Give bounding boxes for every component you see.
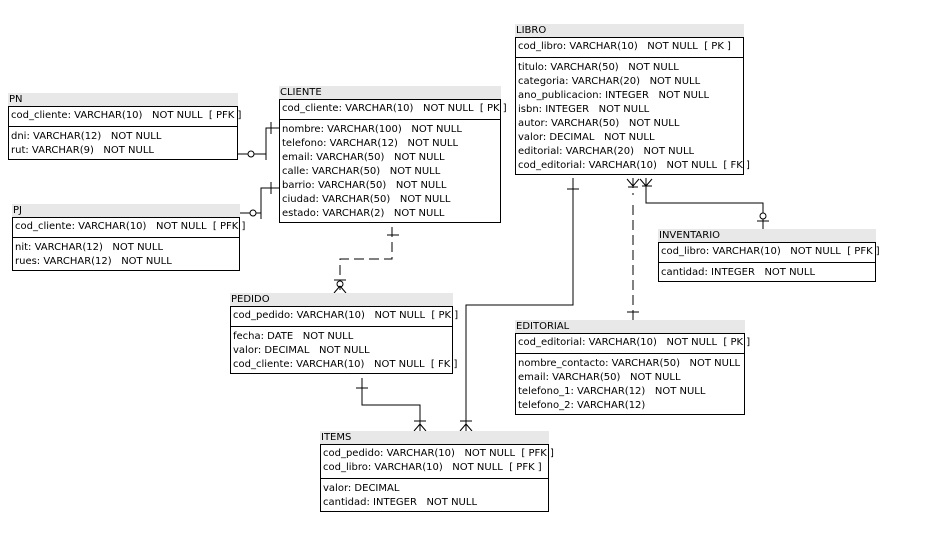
rel-pedido-items [356,378,427,432]
entity-title: INVENTARIO [658,229,876,242]
pk-column: cod_cliente: VARCHAR(10) NOT NULL [ PFK … [11,110,242,121]
column: nit: VARCHAR(12) NOT NULL [15,242,164,253]
entity-title: CLIENTE [279,86,501,99]
entity-title: PN [8,93,238,106]
column: isbn: INTEGER NOT NULL [518,104,650,115]
entity-body: cod_cliente: VARCHAR(10) NOT NULL [ PK ]… [279,99,507,223]
entity-pj[interactable]: PJ cod_cliente: VARCHAR(10) NOT NULL [ P… [12,204,246,271]
column: calle: VARCHAR(50) NOT NULL [282,166,441,177]
entity-title: EDITORIAL [515,320,745,333]
entity-body: cod_editorial: VARCHAR(10) NOT NULL [ PK… [515,333,751,415]
entity-body: cod_cliente: VARCHAR(10) NOT NULL [ PFK … [12,217,246,271]
column: telefono: VARCHAR(12) NOT NULL [282,138,459,149]
pk-column: cod_cliente: VARCHAR(10) NOT NULL [ PK ] [282,103,507,114]
rel-libro-items [459,178,579,432]
column: email: VARCHAR(50) NOT NULL [282,152,445,163]
entity-body: cod_cliente: VARCHAR(10) NOT NULL [ PFK … [8,106,242,160]
pk-column: cod_cliente: VARCHAR(10) NOT NULL [ PFK … [15,221,246,232]
entity-pedido[interactable]: PEDIDO cod_pedido: VARCHAR(10) NOT NULL … [230,293,459,374]
pk-column: cod_libro: VARCHAR(10) NOT NULL [ PFK ] [323,462,542,473]
rel-libro-inventario [639,178,769,229]
column: barrio: VARCHAR(50) NOT NULL [282,180,447,191]
column: nombre: VARCHAR(100) NOT NULL [282,124,462,135]
entity-title: ITEMS [320,431,549,444]
column: autor: VARCHAR(50) NOT NULL [518,118,680,129]
column: rues: VARCHAR(12) NOT NULL [15,256,172,267]
entity-title: PJ [12,204,240,217]
rel-editorial-libro [626,178,640,320]
pk-column: cod_libro: VARCHAR(10) NOT NULL [ PK ] [518,41,731,52]
entity-title: LIBRO [515,24,744,37]
column: valor: DECIMAL NOT NULL [233,345,370,356]
rel-cliente-pn [238,122,279,160]
column: fecha: DATE NOT NULL [233,331,354,342]
column: estado: VARCHAR(2) NOT NULL [282,208,445,219]
column: cod_editorial: VARCHAR(10) NOT NULL [ FK… [518,160,750,171]
column: dni: VARCHAR(12) NOT NULL [11,131,162,142]
column: valor: DECIMAL NOT NULL [518,132,655,143]
column: valor: DECIMAL [323,483,400,494]
entity-body: cod_libro: VARCHAR(10) NOT NULL [ PFK ] … [658,242,880,282]
entity-body: cod_pedido: VARCHAR(10) NOT NULL [ PFK ]… [320,444,554,512]
rel-cliente-pj [240,182,279,219]
entity-body: cod_pedido: VARCHAR(10) NOT NULL [ PK ] … [230,306,459,374]
pk-column: cod_pedido: VARCHAR(10) NOT NULL [ PFK ] [323,448,554,459]
column: ciudad: VARCHAR(50) NOT NULL [282,194,451,205]
column: nombre_contacto: VARCHAR(50) NOT NULL [518,358,741,369]
entity-pn[interactable]: PN cod_cliente: VARCHAR(10) NOT NULL [ P… [8,93,242,160]
column: cantidad: INTEGER NOT NULL [323,497,478,508]
entity-libro[interactable]: LIBRO cod_libro: VARCHAR(10) NOT NULL [ … [515,24,750,175]
pk-column: cod_editorial: VARCHAR(10) NOT NULL [ PK… [518,337,751,348]
entity-editorial[interactable]: EDITORIAL cod_editorial: VARCHAR(10) NOT… [515,320,751,415]
pk-column: cod_libro: VARCHAR(10) NOT NULL [ PFK ] [661,246,880,257]
column: cod_cliente: VARCHAR(10) NOT NULL [ FK ] [233,359,458,370]
column: titulo: VARCHAR(50) NOT NULL [518,62,679,73]
column: telefono_1: VARCHAR(12) NOT NULL [518,386,706,397]
column: categoria: VARCHAR(20) NOT NULL [518,76,701,87]
entity-title: PEDIDO [230,293,453,306]
column: ano_publicacion: INTEGER NOT NULL [518,90,710,101]
entity-cliente[interactable]: CLIENTE cod_cliente: VARCHAR(10) NOT NUL… [279,86,507,223]
entity-items[interactable]: ITEMS cod_pedido: VARCHAR(10) NOT NULL [… [320,431,554,512]
column: cantidad: INTEGER NOT NULL [661,267,816,278]
rel-cliente-pedido [333,227,399,294]
entity-body: cod_libro: VARCHAR(10) NOT NULL [ PK ] t… [515,37,750,175]
column: rut: VARCHAR(9) NOT NULL [11,145,154,156]
column: editorial: VARCHAR(20) NOT NULL [518,146,695,157]
entity-inventario[interactable]: INVENTARIO cod_libro: VARCHAR(10) NOT NU… [658,229,880,282]
column: telefono_2: VARCHAR(12) [518,400,646,411]
pk-column: cod_pedido: VARCHAR(10) NOT NULL [ PK ] [233,310,459,321]
column: email: VARCHAR(50) NOT NULL [518,372,681,383]
